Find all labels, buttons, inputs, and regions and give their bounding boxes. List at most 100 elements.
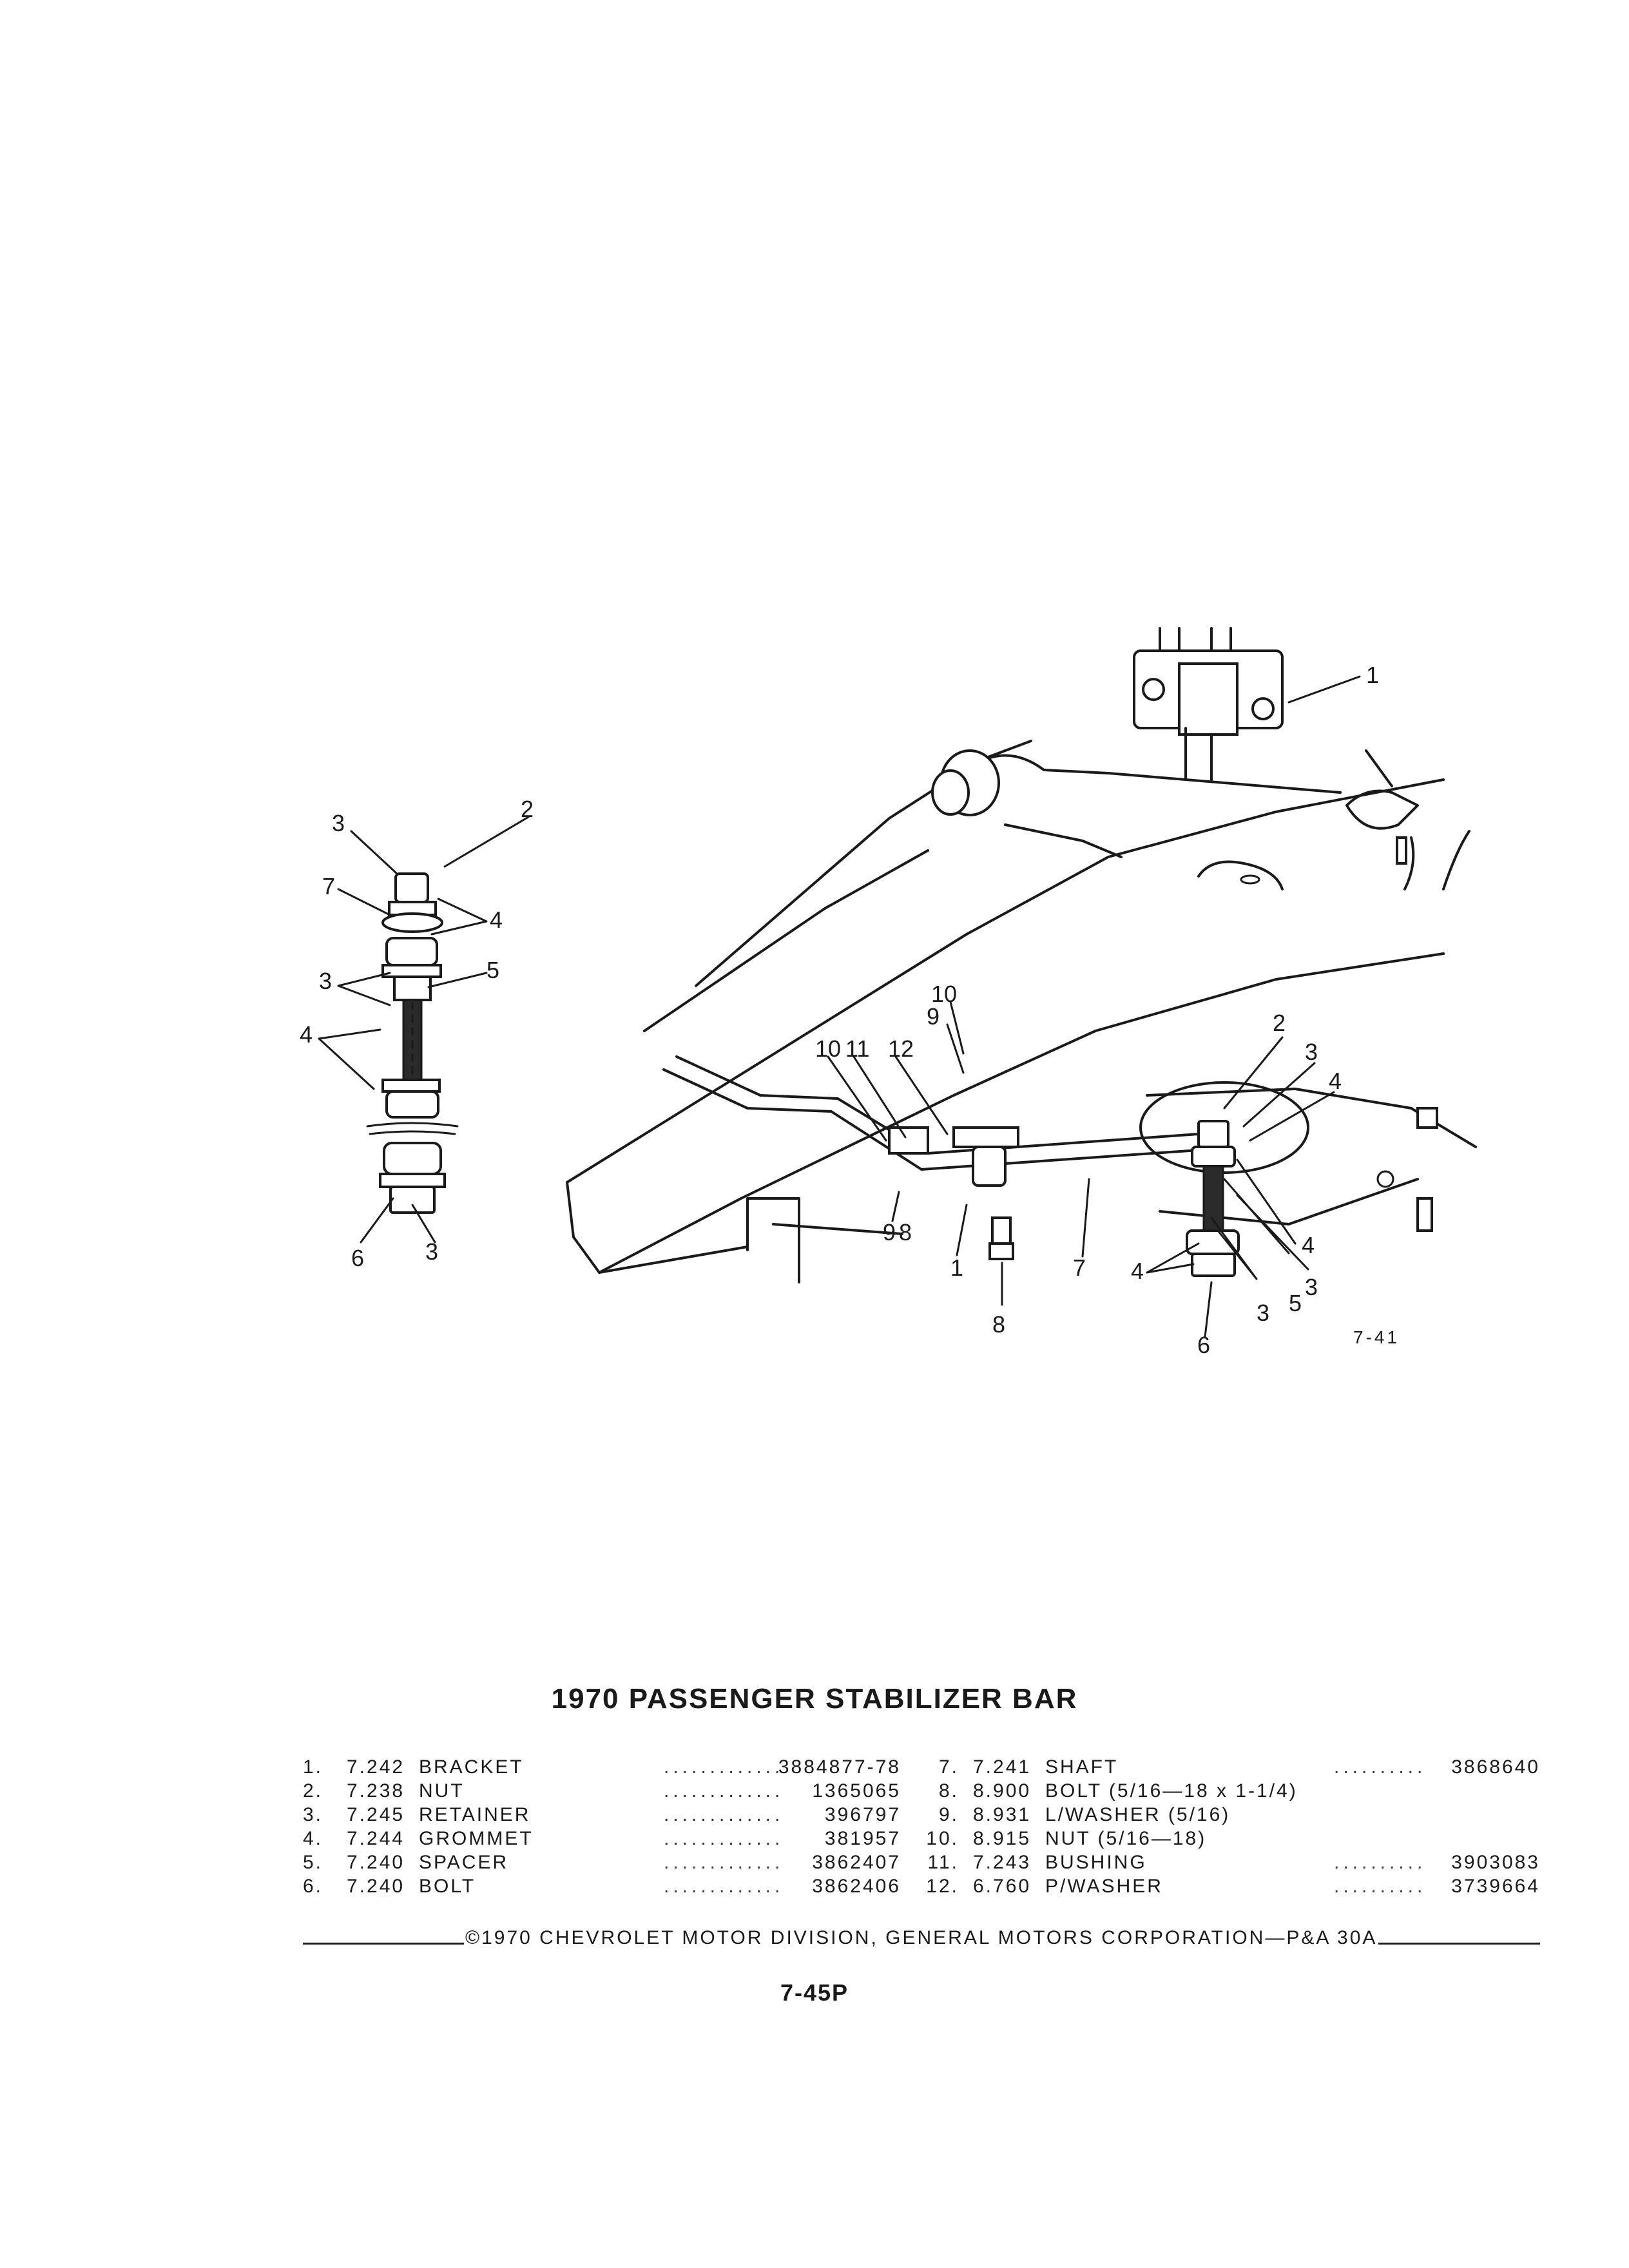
callout-4: 4	[1302, 1232, 1315, 1258]
part-number: 3862406	[812, 1876, 901, 1897]
frame-rail	[566, 740, 1445, 1283]
callout-3: 3	[1257, 1300, 1269, 1326]
leader-dots: ........................................…	[1334, 1876, 1424, 1897]
group-code: 7.242	[347, 1756, 405, 1778]
group-code: 7.240	[347, 1876, 405, 1897]
stabilizer-bar-shaft	[662, 1055, 1200, 1187]
exploded-link-assembly	[366, 872, 459, 1214]
part-number-index: 11.	[927, 1852, 959, 1873]
rule-divider	[303, 1942, 464, 1945]
callout-4: 4	[300, 1021, 313, 1048]
part-description: BRACKET	[419, 1756, 524, 1778]
part-description: L/WASHER (5/16)	[1045, 1804, 1231, 1825]
callout-4: 4	[1329, 1068, 1342, 1094]
lower-control-arm	[988, 1081, 1477, 1277]
part-row: 6. 7.240 BOLT ..........................…	[303, 1874, 901, 1898]
part-row: 3. 7.245 RETAINER ......................…	[303, 1803, 901, 1827]
part-number-index: 10.	[926, 1828, 959, 1849]
group-code: 7.245	[347, 1804, 405, 1825]
copyright-line: ©1970 CHEVROLET MOTOR DIVISION, GENERAL …	[303, 1925, 1540, 1951]
part-number-index: 7.	[938, 1756, 959, 1778]
stabilizer-bar-illustration: 1 3 2 7 4 5 3 4 6 3 10 9 10 11 12 2 3 4 …	[300, 627, 1477, 1358]
callout-9: 9	[883, 1219, 896, 1245]
part-description: RETAINER	[419, 1804, 531, 1825]
callout-6: 6	[1197, 1332, 1210, 1358]
part-row: 5. 7.240 SPACER ........................…	[303, 1850, 901, 1874]
callout-5: 5	[487, 957, 499, 983]
callout-1: 1	[950, 1254, 963, 1281]
callout-8: 8	[992, 1311, 1005, 1338]
leader-dots: ........................................…	[664, 1876, 778, 1897]
part-row: 11. 7.243 BUSHING ......................…	[921, 1850, 1540, 1874]
part-row: 1. 7.242 BRACKET .......................…	[303, 1755, 901, 1779]
part-description: NUT	[419, 1780, 465, 1802]
group-code: 7.244	[347, 1828, 405, 1849]
callout-4: 4	[490, 907, 503, 933]
callout-6: 6	[351, 1245, 364, 1271]
leader-dots: ........................................…	[664, 1780, 778, 1802]
page-number: 7-45P	[780, 1979, 849, 2006]
part-row: 12. 6.760 P/WASHER .....................…	[921, 1874, 1540, 1898]
group-code: 7.243	[973, 1852, 1032, 1873]
leader-dots: ........................................…	[664, 1828, 778, 1849]
leader-dots: ........................................…	[664, 1852, 778, 1873]
callout-11: 11	[845, 1035, 869, 1062]
part-row: 2. 7.238 NUT ...........................…	[303, 1779, 901, 1803]
part-number-index: 6.	[303, 1876, 323, 1897]
part-number-index: 1.	[303, 1756, 323, 1778]
callout-3: 3	[319, 968, 332, 994]
parts-list-right: 7. 7.241 SHAFT .........................…	[921, 1755, 1540, 1898]
part-number: 396797	[824, 1804, 901, 1825]
group-code: 8.900	[973, 1780, 1032, 1802]
part-number-index: 8.	[938, 1780, 959, 1802]
callout-5: 5	[1289, 1290, 1302, 1316]
callout-8: 8	[899, 1219, 912, 1245]
leader-lines	[318, 675, 1361, 1338]
group-code: 7.240	[347, 1852, 405, 1873]
part-number: 3903083	[1451, 1852, 1540, 1873]
part-description: BUSHING	[1045, 1852, 1147, 1873]
part-row: 9. 8.931 L/WASHER (5/16)	[921, 1803, 1540, 1827]
callout-2: 2	[521, 796, 534, 822]
part-number-index: 5.	[303, 1852, 323, 1873]
callout-10: 10	[815, 1035, 841, 1062]
parts-list-left: 1. 7.242 BRACKET .......................…	[303, 1755, 901, 1898]
part-number: 3739664	[1451, 1876, 1540, 1897]
page-title: 1970 PASSENGER STABILIZER BAR	[551, 1683, 1078, 1715]
callout-3: 3	[332, 810, 345, 836]
callout-4: 4	[1131, 1258, 1144, 1284]
part-number-index: 12.	[926, 1876, 959, 1897]
callout-9: 9	[927, 1003, 940, 1030]
part-row: 7. 7.241 SHAFT .........................…	[921, 1755, 1540, 1779]
callout-labels: 1 3 2 7 4 5 3 4 6 3 10 9 10 11 12 2 3 4 …	[300, 662, 1397, 1358]
bracket-detail	[1133, 627, 1284, 781]
copyright-text: ©1970 CHEVROLET MOTOR DIVISION, GENERAL …	[465, 1927, 1378, 1948]
leader-dots: ........................................…	[1334, 1852, 1424, 1873]
part-number: 1365065	[812, 1780, 901, 1802]
rule-divider	[1378, 1942, 1540, 1945]
group-code: 7.238	[347, 1780, 405, 1802]
part-row: 8. 8.900 BOLT (5/16—18 x 1-1/4)	[921, 1779, 1540, 1803]
callout-3: 3	[1305, 1039, 1318, 1065]
callout-1: 1	[1366, 662, 1379, 688]
callout-7: 7	[1073, 1254, 1086, 1281]
group-code: 8.915	[973, 1828, 1032, 1849]
part-row: 4. 7.244 GROMMET .......................…	[303, 1827, 901, 1850]
part-number: 3868640	[1451, 1756, 1540, 1778]
part-number: 3884877-78	[778, 1756, 901, 1778]
leader-dots: ........................................…	[664, 1804, 778, 1825]
part-number: 3862407	[812, 1852, 901, 1873]
callout-7: 7	[322, 873, 335, 899]
upper-control-arm	[931, 749, 1470, 890]
callout-12: 12	[888, 1035, 914, 1062]
part-number-index: 3.	[303, 1804, 323, 1825]
part-number: 381957	[824, 1828, 901, 1849]
group-code: 7.241	[973, 1756, 1032, 1778]
leader-dots: ........................................…	[1334, 1756, 1424, 1778]
part-description: BOLT	[419, 1876, 476, 1897]
part-number-index: 9.	[938, 1804, 959, 1825]
callout-2: 2	[1273, 1010, 1286, 1036]
callout-3: 3	[1305, 1274, 1318, 1300]
leader-dots: ........................................…	[664, 1756, 778, 1778]
group-code: 6.760	[973, 1876, 1032, 1897]
